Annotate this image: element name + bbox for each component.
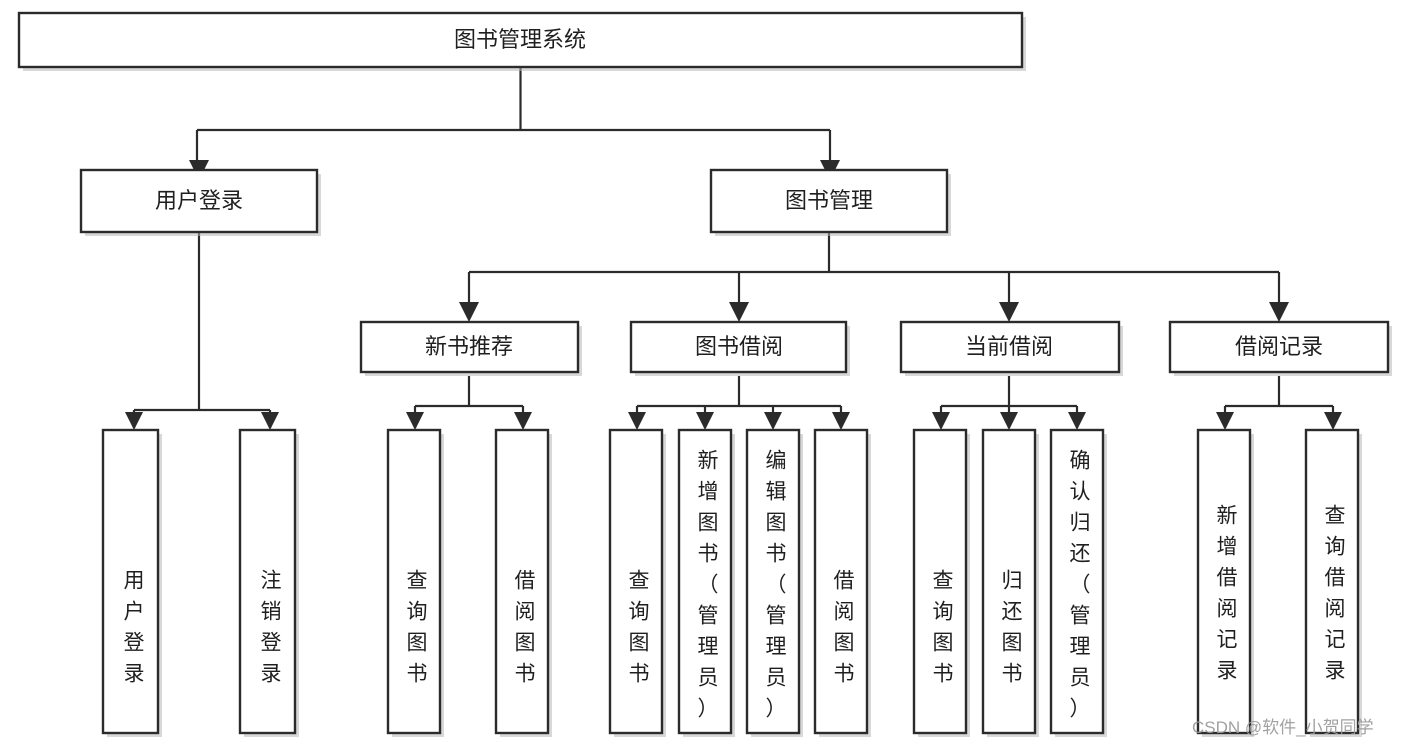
- connector-book-borrow-bus: [635, 376, 843, 428]
- leaf-add-book-box[interactable]: [677, 428, 733, 735]
- arrowhead-to-leaf-query-book-2: [628, 412, 646, 430]
- borrow-record-box[interactable]: [1168, 320, 1390, 374]
- leaf-user-login-box[interactable]: [101, 428, 160, 735]
- leaf-return-book-label: 归还图书: [1002, 570, 1023, 686]
- connector-new-book-rec-bus: [413, 376, 525, 428]
- node-leaf-borrow-book-1[interactable]: 借阅图书: [494, 428, 552, 737]
- node-leaf-query-book-1[interactable]: 查询图书: [386, 428, 444, 737]
- arrowhead-to-borrow-record: [1269, 302, 1289, 322]
- leaf-confirm-return-box[interactable]: [1049, 428, 1105, 735]
- borrow-record-label: 借阅记录: [1235, 334, 1323, 359]
- leaf-query-book-3-label: 查询图书: [933, 570, 954, 686]
- arrowhead-to-leaf-query-record: [1324, 412, 1342, 430]
- arrowhead-to-new-book-rec: [459, 302, 479, 322]
- arrowhead-to-leaf-edit-book: [764, 412, 782, 430]
- arrowhead-to-leaf-borrow-book-1: [514, 412, 532, 430]
- new-book-rec-label: 新书推荐: [425, 334, 513, 359]
- leaf-borrow-book-2-label: 借阅图书: [834, 570, 855, 686]
- node-current-borrow[interactable]: 当前借阅: [899, 320, 1123, 376]
- connector-book-manage-bus: [467, 233, 1281, 302]
- csdn-watermark: CSDN @软件_小贺同学: [1192, 718, 1374, 737]
- arrowhead-to-leaf-add-record: [1216, 412, 1234, 430]
- node-leaf-user-logout[interactable]: 注销登录: [238, 428, 299, 737]
- leaf-user-logout-label: 注销登录: [261, 570, 282, 686]
- arrowhead-to-leaf-borrow-book-2: [832, 412, 850, 430]
- current-borrow-box[interactable]: [899, 320, 1121, 374]
- arrowhead-to-leaf-return-book: [1000, 412, 1018, 430]
- arrowhead-to-leaf-confirm-return: [1068, 412, 1086, 430]
- node-leaf-query-record[interactable]: 查询借阅记录: [1304, 428, 1362, 737]
- node-root[interactable]: 图书管理系统: [17, 11, 1026, 71]
- leaf-borrow-book-1-box[interactable]: [494, 428, 550, 735]
- leaf-add-record-label: 新增借阅记录: [1217, 505, 1238, 683]
- leaf-borrow-book-2-box[interactable]: [813, 428, 869, 735]
- arrowhead-to-book-borrow: [729, 302, 749, 322]
- leaf-add-book-label: 新增图书（管理员）: [698, 450, 719, 721]
- node-leaf-return-book[interactable]: 归还图书: [981, 428, 1039, 737]
- node-leaf-query-book-3[interactable]: 查询图书: [912, 428, 970, 737]
- arrowhead-to-current-borrow: [999, 302, 1019, 322]
- node-book-manage[interactable]: 图书管理: [709, 168, 951, 236]
- book-borrow-label: 图书借阅: [695, 334, 783, 359]
- leaf-query-record-box[interactable]: [1304, 428, 1360, 735]
- leaf-user-login-label: 用户登录: [124, 570, 145, 686]
- leaf-layer: 用户登录 注销登录 查询图书 借阅图书 查询图书: [101, 428, 1362, 737]
- connector-borrow-record-bus: [1223, 376, 1335, 428]
- node-leaf-query-book-2[interactable]: 查询图书: [608, 428, 666, 737]
- leaf-edit-book-label: 编辑图书（管理员）: [766, 450, 787, 721]
- user-login-label: 用户登录: [155, 188, 243, 213]
- arrowhead-to-leaf-user-login: [125, 412, 143, 430]
- book-manage-box[interactable]: [709, 168, 949, 234]
- node-book-borrow[interactable]: 图书借阅: [629, 320, 850, 376]
- node-leaf-add-record[interactable]: 新增借阅记录: [1196, 428, 1254, 737]
- node-leaf-borrow-book-2[interactable]: 借阅图书: [813, 428, 871, 737]
- leaf-query-book-2-box[interactable]: [608, 428, 664, 735]
- connector-user-login-bus: [132, 233, 272, 428]
- root-label: 图书管理系统: [454, 27, 586, 52]
- arrowhead-to-leaf-query-book-3: [932, 412, 950, 430]
- node-borrow-record[interactable]: 借阅记录: [1168, 320, 1392, 376]
- node-leaf-user-login[interactable]: 用户登录: [101, 428, 162, 737]
- current-borrow-label: 当前借阅: [965, 334, 1053, 359]
- node-leaf-edit-book[interactable]: 编辑图书（管理员）: [745, 428, 803, 737]
- node-new-book-rec[interactable]: 新书推荐: [359, 320, 582, 376]
- root-box[interactable]: [17, 11, 1024, 69]
- leaf-query-book-2-label: 查询图书: [629, 570, 650, 686]
- new-book-rec-box[interactable]: [359, 320, 580, 374]
- book-manage-label: 图书管理: [785, 188, 873, 213]
- connector-root-bus: [195, 68, 832, 160]
- node-leaf-confirm-return[interactable]: 确认归还（管理员）: [1049, 428, 1107, 737]
- arrowhead-to-leaf-query-book-1: [406, 412, 424, 430]
- leaf-query-book-1-box[interactable]: [386, 428, 442, 735]
- leaf-query-record-label: 查询借阅记录: [1325, 505, 1346, 683]
- leaf-edit-book-box[interactable]: [745, 428, 801, 735]
- leaf-confirm-return-label: 确认归还（管理员）: [1070, 450, 1091, 721]
- leaf-query-book-3-box[interactable]: [912, 428, 968, 735]
- leaf-borrow-book-1-label: 借阅图书: [515, 570, 536, 686]
- node-leaf-add-book[interactable]: 新增图书（管理员）: [677, 428, 735, 737]
- leaf-add-record-box[interactable]: [1196, 428, 1252, 735]
- node-user-login[interactable]: 用户登录: [79, 168, 321, 236]
- book-borrow-box[interactable]: [629, 320, 848, 374]
- arrowhead-to-leaf-user-logout: [261, 412, 279, 430]
- leaf-query-book-1-label: 查询图书: [407, 570, 428, 686]
- leaf-user-logout-box[interactable]: [238, 428, 297, 735]
- user-login-box[interactable]: [79, 168, 319, 234]
- leaf-return-book-box[interactable]: [981, 428, 1037, 735]
- arrowhead-to-leaf-add-book: [696, 412, 714, 430]
